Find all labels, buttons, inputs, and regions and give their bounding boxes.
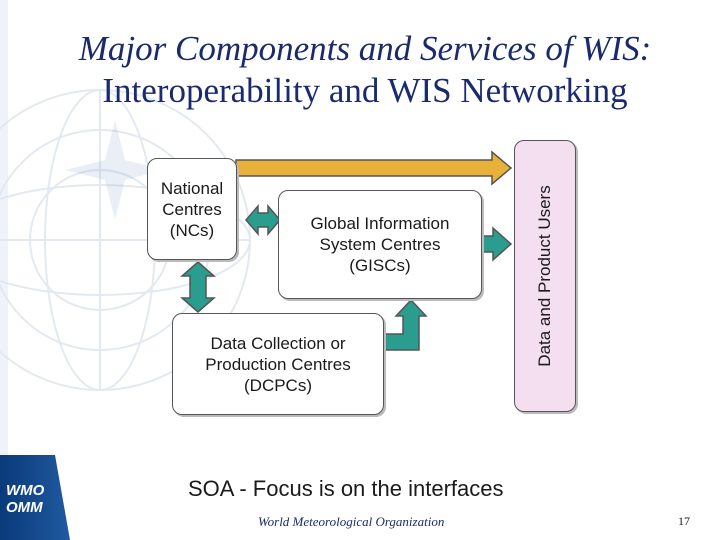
national-centres-box: National Centres (NCs) bbox=[147, 158, 237, 260]
soa-caption: SOA - Focus is on the interfaces bbox=[188, 476, 504, 501]
slide-title: Major Components and Services of WIS: In… bbox=[40, 28, 690, 112]
title-line-1: Major Components and Services of WIS: bbox=[78, 29, 652, 68]
data-product-users-box: Data and Product Users bbox=[514, 140, 576, 412]
compass-star bbox=[65, 120, 165, 220]
users-label: Data and Product Users bbox=[535, 185, 554, 367]
logo-line-2: OMM bbox=[6, 499, 43, 516]
dcpc-box: Data Collection or Production Centres (D… bbox=[172, 313, 384, 415]
page-number: 17 bbox=[678, 514, 690, 528]
logo-line-1: WMO bbox=[6, 482, 45, 499]
wmo-logo: WMO OMM bbox=[6, 482, 62, 516]
title-line-2: Interoperability and WIS Networking bbox=[102, 71, 628, 110]
footer-organization: World Meteorological Organization bbox=[258, 514, 445, 529]
gisc-box: Global Information System Centres (GISCs… bbox=[278, 190, 482, 299]
left-band bbox=[0, 455, 70, 540]
